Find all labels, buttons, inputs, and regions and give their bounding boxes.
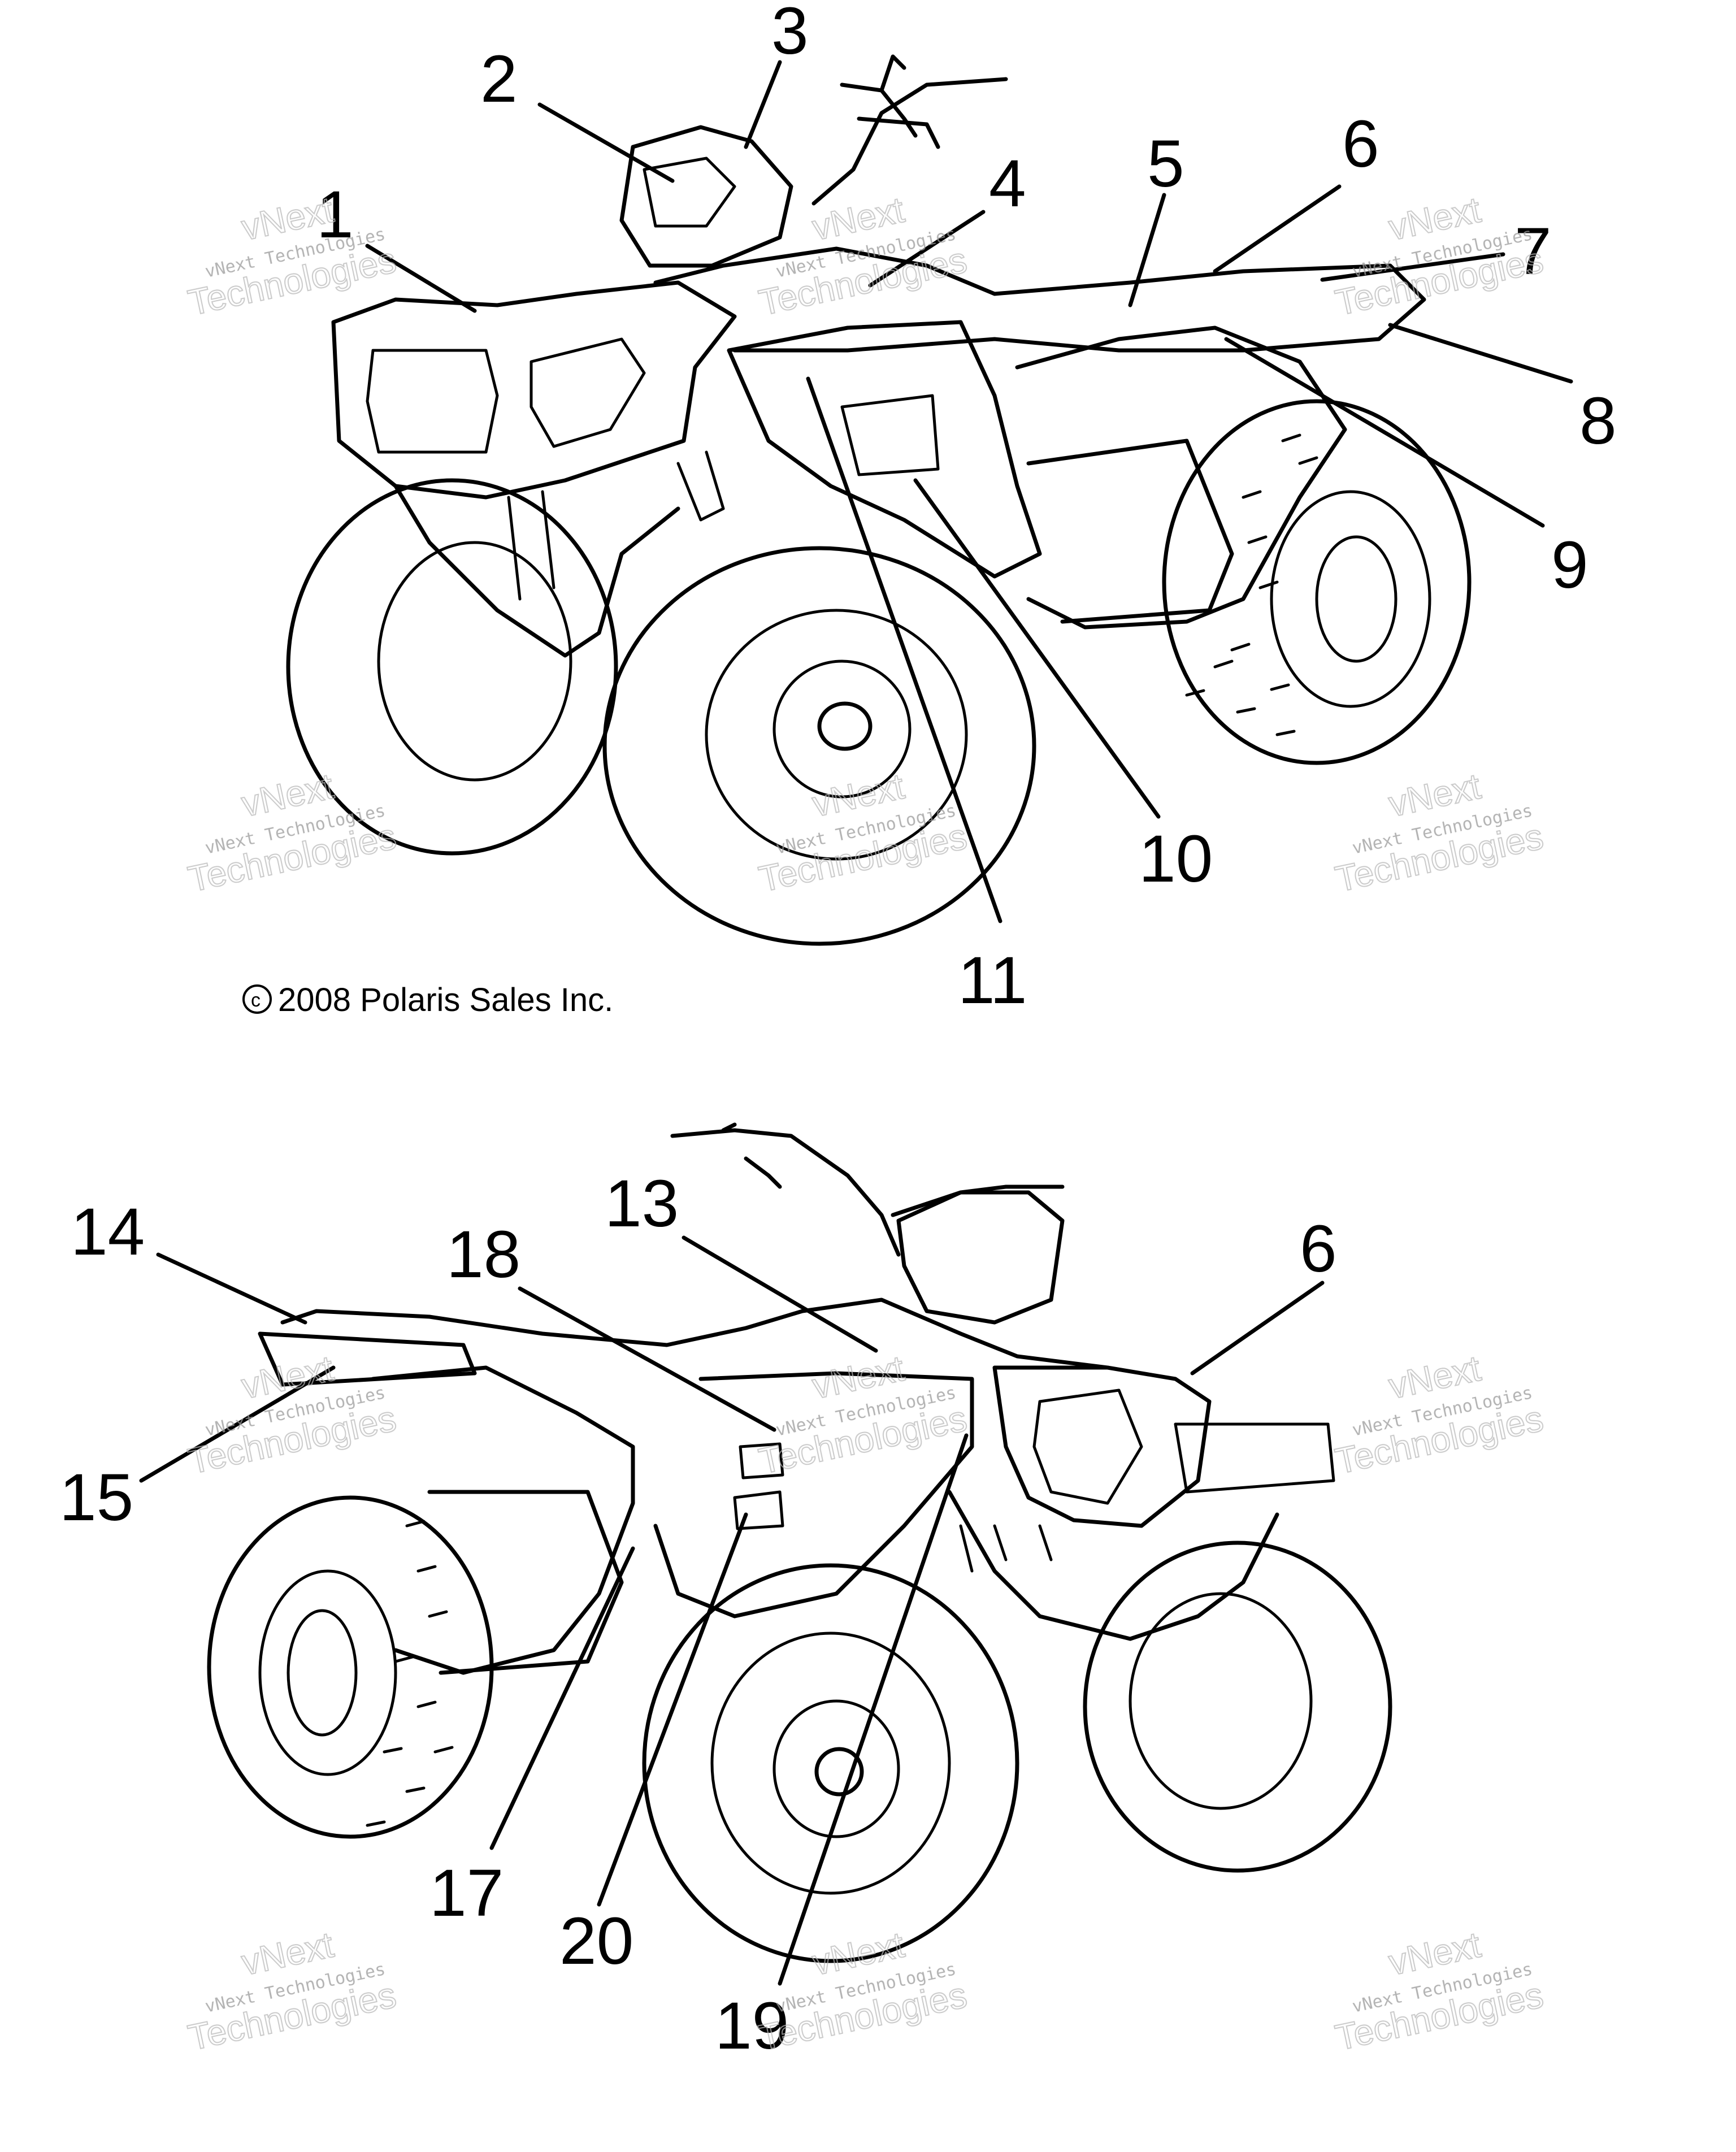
watermark-3: vNext vNext Technologies Technologies [1331,189,1547,324]
watermark-12: vNext vNext Technologies Technologies [1331,1924,1547,2059]
copyright-notice: c 2008 Polaris Sales Inc. [242,982,613,1018]
callout-19: 19 [715,1989,789,2063]
callout-4: 4 [989,146,1026,221]
callout-9: 9 [1551,528,1589,602]
watermarks: vNext vNext Technologies Technologies vN… [184,189,1547,2059]
leader-4 [868,210,986,288]
leader-20 [597,1512,748,1907]
top-leader-lines [365,60,1573,923]
leader-6 [1213,184,1342,274]
callout-10: 10 [1139,822,1213,896]
callout-11: 11 [958,943,1027,1018]
callout-15: 15 [59,1460,133,1535]
leader-11 [806,376,1002,923]
copyright-symbol-letter: c [251,990,261,1011]
copyright-text: 2008 Polaris Sales Inc. [278,982,613,1018]
leader-7 [1320,252,1505,282]
callout-7: 7 [1514,214,1552,289]
atv-top-illustration [286,54,1472,946]
callout-2: 2 [480,42,518,116]
callout-6: 6 [1342,107,1379,181]
callout-20: 20 [559,1904,633,1979]
watermark-5: vNext vNext Technologies Technologies [755,765,971,900]
leader-18 [518,1286,776,1432]
watermark-1: vNext vNext Technologies Technologies [184,189,400,324]
leader-9 [1224,337,1545,528]
leader-6b [1190,1281,1325,1376]
watermark-7: vNext vNext Technologies Technologies [184,1347,400,1482]
callout-3: 3 [771,0,809,68]
leader-13 [682,1235,878,1353]
watermark-6: vNext vNext Technologies Technologies [1331,765,1547,900]
leader-19 [778,1433,969,1986]
callout-17: 17 [429,1856,504,1930]
watermark-2: vNext vNext Technologies Technologies [755,189,971,324]
copyright-symbol-icon [242,984,272,1014]
leader-10 [913,478,1161,819]
watermark-9: vNext vNext Technologies Technologies [1331,1347,1547,1482]
watermark-11: vNext vNext Technologies Technologies [755,1924,971,2059]
leader-1 [365,244,477,313]
leader-15 [139,1365,336,1483]
watermark-8: vNext vNext Technologies Technologies [755,1347,971,1482]
atv-bottom-illustration [207,1122,1392,1963]
top-callouts: 1 2 3 4 5 6 7 8 9 10 11 [316,0,1617,1018]
watermark-10: vNext vNext Technologies Technologies [184,1924,400,2059]
callout-18: 18 [446,1217,520,1292]
leader-17 [489,1546,635,1850]
bottom-callouts: 14 15 18 13 6 17 20 19 [59,1166,1337,2063]
leader-5 [1128,193,1166,307]
callout-1: 1 [316,177,354,252]
leader-2 [537,102,675,183]
callout-6-bottom: 6 [1300,1212,1337,1286]
leader-14 [156,1252,307,1325]
leader-8 [1388,323,1573,384]
bottom-leader-lines [139,1235,1325,1986]
callout-5: 5 [1147,127,1184,201]
callout-8: 8 [1579,384,1617,458]
watermark-4: vNext vNext Technologies Technologies [184,765,400,900]
leader-3 [744,60,782,149]
callout-14: 14 [71,1195,145,1269]
callout-13: 13 [605,1166,679,1241]
